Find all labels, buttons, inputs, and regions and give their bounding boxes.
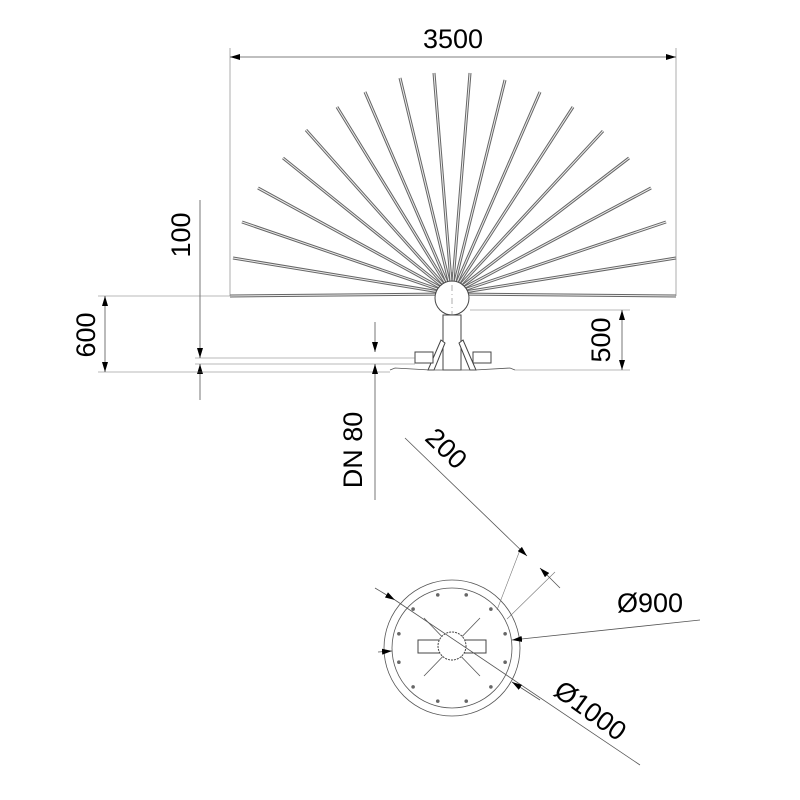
fan-ray <box>257 187 453 295</box>
fan-ray <box>451 221 667 295</box>
outer-ring <box>383 579 521 717</box>
bolt-hole <box>503 660 507 665</box>
fan-ray <box>399 77 453 295</box>
fan-ray <box>451 293 677 297</box>
fan-ray <box>241 221 453 295</box>
fan-ray <box>451 91 541 295</box>
bolt-hole <box>435 593 440 597</box>
pipe-stub-right <box>472 351 492 364</box>
bolt-hole <box>503 631 507 636</box>
ball-nozzle-plan <box>437 631 467 661</box>
fan-ray <box>451 157 630 295</box>
bolt-hole <box>464 699 469 703</box>
fan-ray <box>451 106 574 295</box>
fan-ray <box>451 187 652 295</box>
bolt-hole <box>411 685 415 689</box>
dim-label-3500: 3500 <box>423 24 483 54</box>
dim-label-dn80: DN 80 <box>338 412 368 489</box>
fan-ray <box>451 79 506 295</box>
bolt-hole <box>397 631 401 636</box>
fan-ray <box>451 257 677 295</box>
fan-ray <box>229 293 453 297</box>
dimension-dia900: Ø900 <box>377 588 701 655</box>
bolt-hole <box>411 607 415 611</box>
dimension-3500: 3500 <box>229 24 677 296</box>
dimension-500: 500 <box>470 309 630 371</box>
dimension-dn80: DN 80 <box>338 322 378 500</box>
dim-label-dia1000: Ø1000 <box>549 675 632 747</box>
pipe-stub-left <box>414 351 434 364</box>
stem <box>442 314 462 371</box>
fan-ray <box>336 106 453 295</box>
dim-label-dia900: Ø900 <box>617 588 683 618</box>
dim-label-500: 500 <box>586 317 616 362</box>
bolt-hole <box>489 607 493 611</box>
dim-label-100: 100 <box>166 212 196 257</box>
dimension-100: 100 <box>166 200 415 400</box>
bolt-hole <box>435 699 440 703</box>
dimension-dia1000: Ø1000 <box>374 587 641 766</box>
dimension-200: 200 <box>404 422 561 620</box>
fan-ray <box>364 91 453 295</box>
bolt-holes <box>397 593 507 703</box>
plan-view <box>383 579 521 717</box>
fan-ray <box>305 129 453 295</box>
dim-label-200: 200 <box>420 422 473 475</box>
bolt-hole <box>489 685 493 689</box>
bolt-hole <box>397 660 401 665</box>
fan-ray <box>433 72 453 295</box>
dimension-600: 600 <box>71 295 390 373</box>
base-plate <box>389 367 516 371</box>
elevation-view <box>229 72 677 372</box>
fan-rays <box>229 72 677 298</box>
fan-ray <box>451 72 471 295</box>
bolt-hole <box>464 593 469 597</box>
fan-ray <box>451 130 604 295</box>
fan-ray <box>282 157 453 295</box>
fan-ray <box>232 257 453 295</box>
dim-label-600: 600 <box>71 312 101 357</box>
inner-ring <box>391 587 513 709</box>
